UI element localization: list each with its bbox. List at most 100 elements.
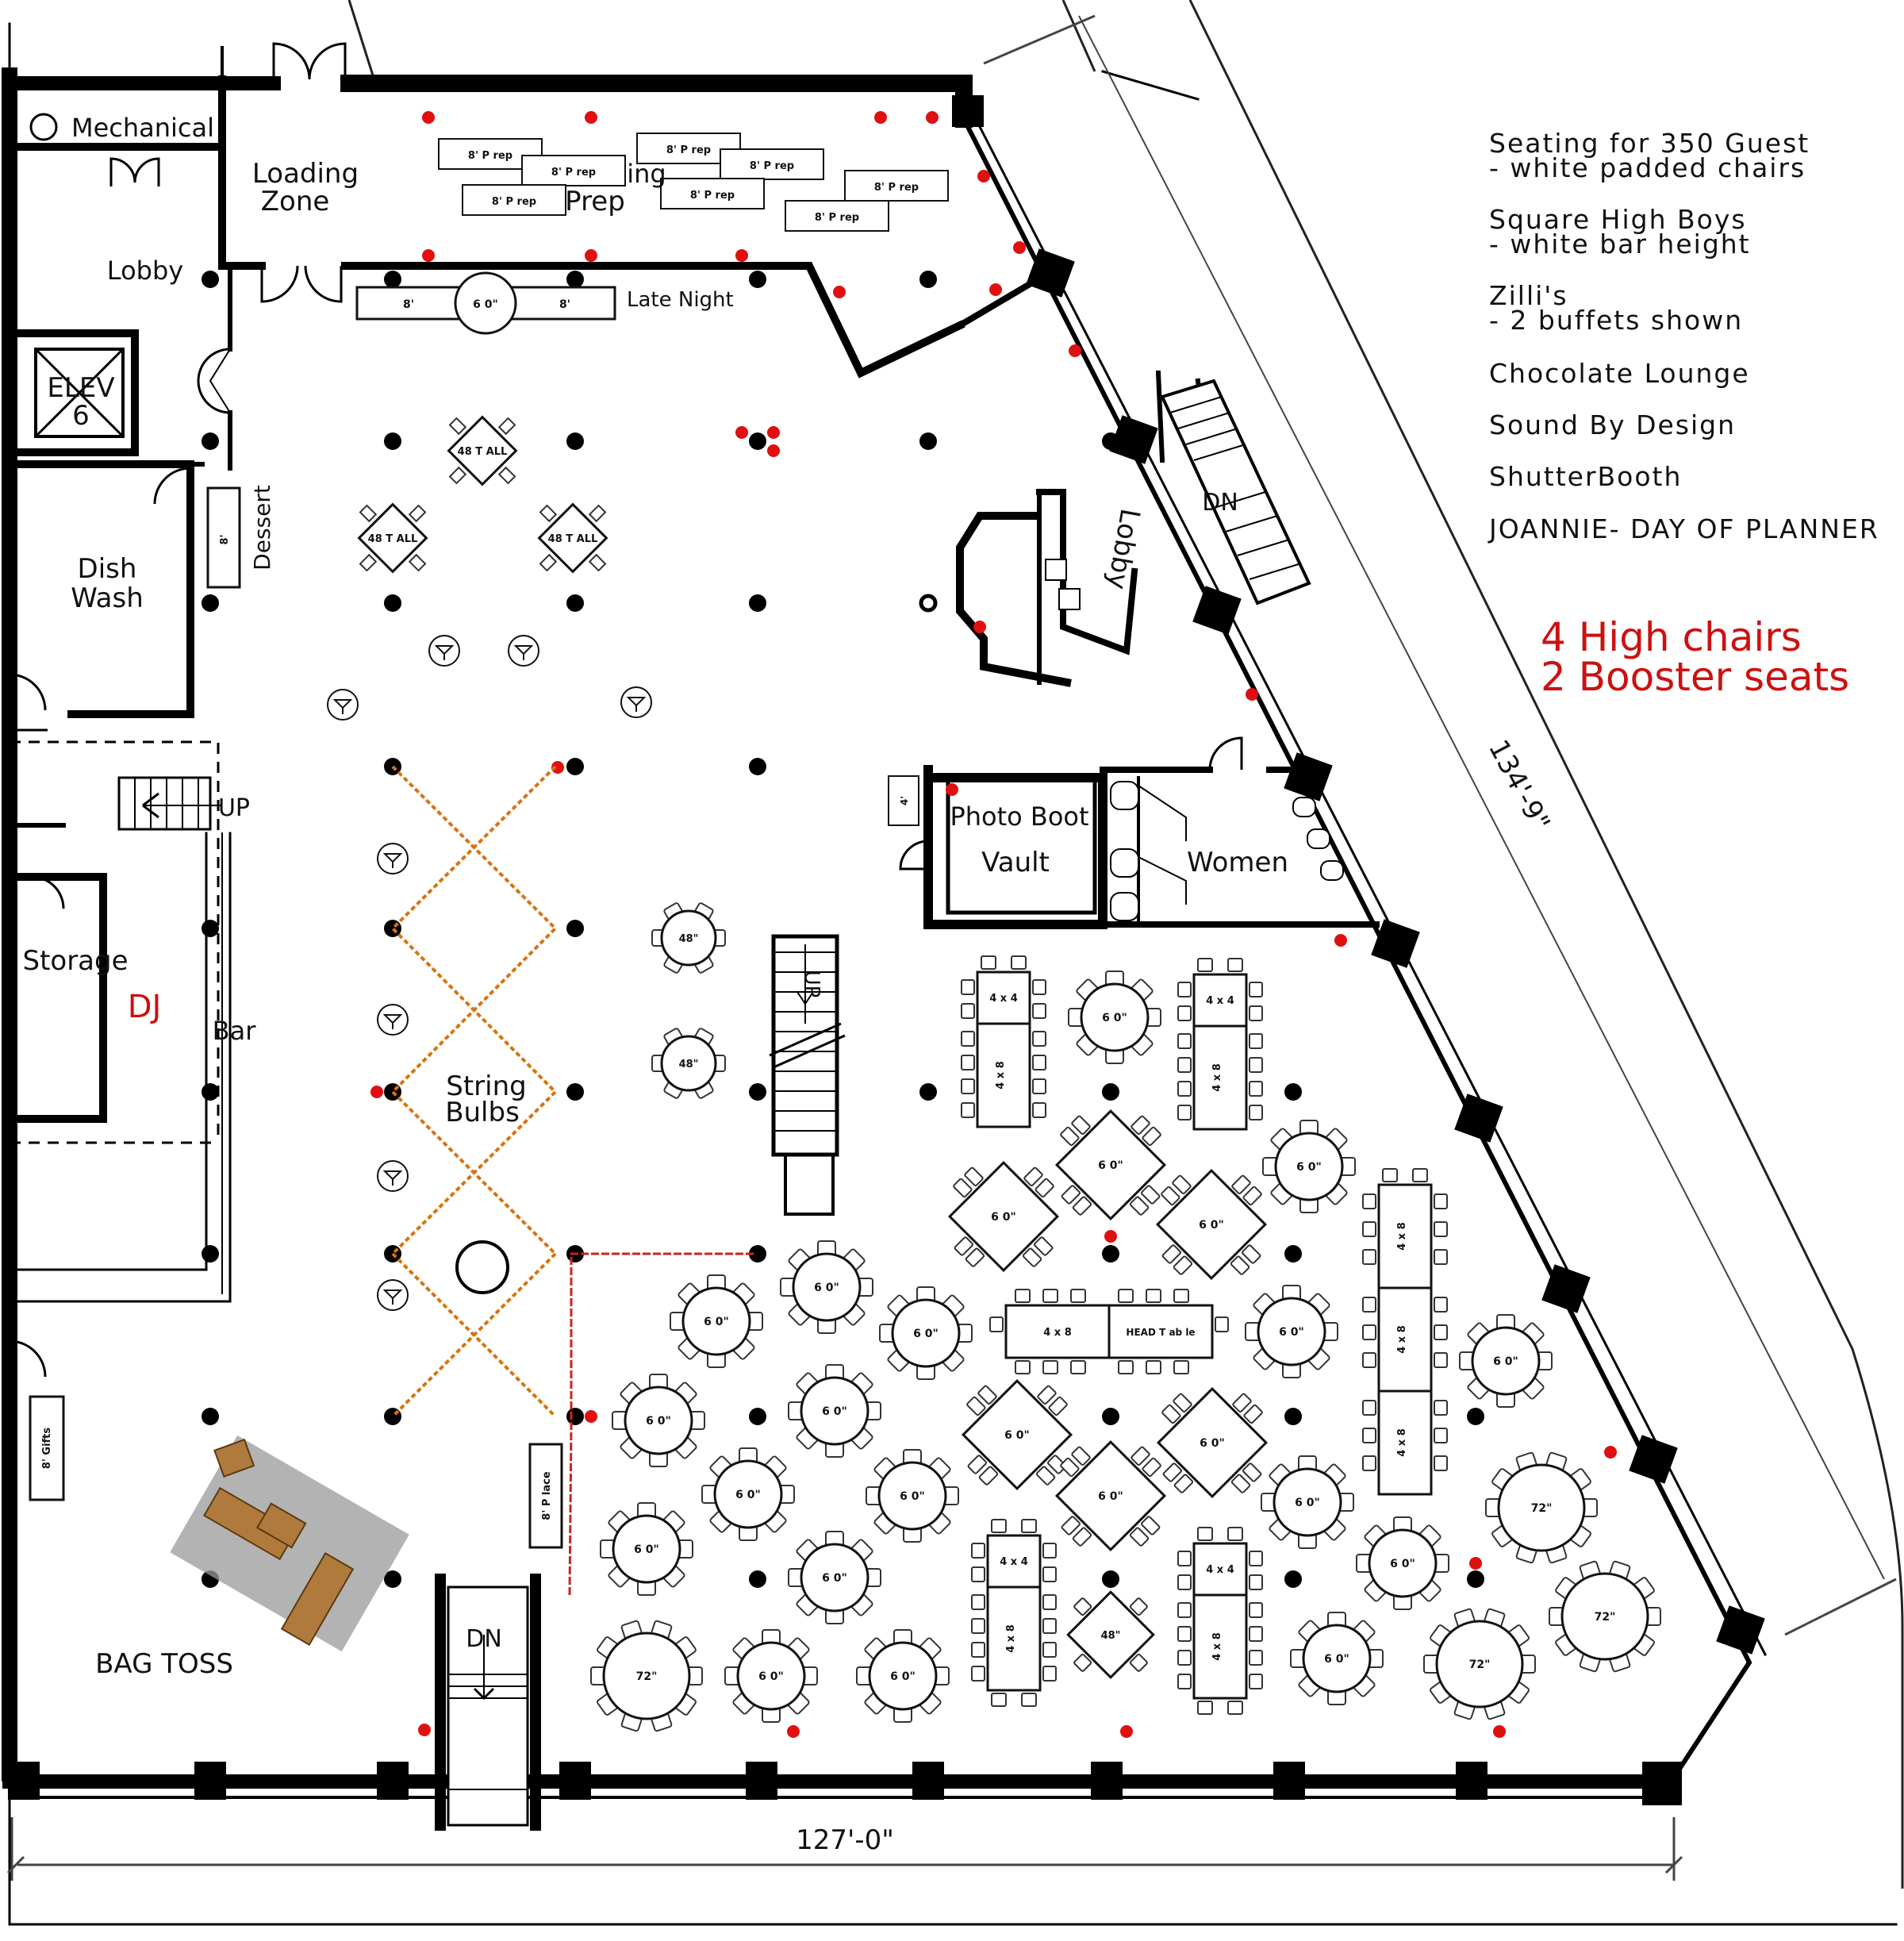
svg-text:Chocolate Lounge: Chocolate Lounge (1489, 358, 1750, 389)
dimension-bottom: 127'-0" (796, 1824, 894, 1856)
prep-tables: 8' P rep 8' P rep 8' P rep 8' P rep 8' P… (438, 133, 949, 232)
label-photo-booth: Photo Boot (950, 801, 1088, 832)
label-prep: Prep (565, 186, 625, 217)
svg-text:8' P rep: 8' P rep (666, 144, 711, 156)
stair-northeast (1160, 379, 1311, 605)
svg-text:6 0": 6 0" (473, 298, 498, 311)
svg-text:6 0": 6 0" (1390, 1558, 1415, 1570)
stair-south (435, 1574, 541, 1831)
place-card-table (528, 1443, 563, 1549)
svg-text:4 x 8: 4 x 8 (1396, 1325, 1408, 1354)
svg-text:72": 72" (1531, 1502, 1553, 1515)
svg-text:6 0": 6 0" (1004, 1429, 1030, 1442)
svg-text:8' P rep: 8' P rep (815, 212, 859, 224)
room-labels: Mechanical Loading Zone Lobby ELEV 6 Dis… (22, 113, 1288, 1680)
svg-text:48 T ALL: 48 T ALL (458, 446, 508, 458)
banquet-rectangles (976, 970, 1433, 1700)
svg-text:6 0": 6 0" (822, 1405, 847, 1418)
stair-center (769, 934, 846, 1216)
svg-text:8' P lace: 8' P lace (541, 1471, 553, 1520)
red-divider (568, 1252, 754, 1596)
square-60-labels: 6 0" 6 0" 6 0" 6 0" 6 0" 6 0" (991, 1159, 1225, 1503)
red-notes: 4 High chairs 2 Booster seats (1541, 614, 1849, 700)
label-dj: DJ (128, 989, 162, 1025)
lounge-furniture (170, 1435, 409, 1652)
svg-text:8': 8' (219, 534, 231, 544)
svg-text:Dish: Dish (78, 553, 137, 585)
svg-text:6 0": 6 0" (1279, 1326, 1304, 1339)
label-up-center: UP (800, 970, 823, 998)
svg-text:6 0": 6 0" (1295, 1497, 1320, 1509)
svg-text:Zone: Zone (261, 186, 330, 217)
svg-text:8' P rep: 8' P rep (492, 196, 536, 208)
svg-text:48 T ALL: 48 T ALL (548, 533, 598, 545)
svg-text:4 x 4: 4 x 4 (1206, 995, 1234, 1007)
svg-text:ELEV: ELEV (47, 372, 114, 404)
label-dn-south: DN (466, 1625, 502, 1653)
perimeter-columns (8, 95, 1765, 1805)
label-bag-toss: BAG TOSS (95, 1648, 233, 1680)
svg-text:- white bar height: - white bar height (1489, 229, 1751, 259)
svg-text:4 x 8: 4 x 8 (995, 1061, 1007, 1090)
svg-text:2 Booster seats: 2 Booster seats (1541, 654, 1849, 700)
gifts-table (29, 1395, 65, 1501)
svg-text:6 0": 6 0" (1098, 1490, 1123, 1503)
late-night-station: 8' 8' 6 0" (355, 271, 616, 335)
photo-booth-table (888, 775, 919, 826)
tall-48-tables (332, 390, 633, 598)
svg-text:6 0": 6 0" (758, 1670, 784, 1683)
svg-text:8': 8' (403, 298, 414, 311)
high-boy-tables (327, 635, 652, 1311)
svg-text:72": 72" (1595, 1611, 1616, 1624)
label-dessert: Dessert (249, 485, 275, 571)
label-dn-east: DN (1202, 489, 1238, 517)
round-60-labels: 6 0" 6 0" 6 0" 6 0" 6 0" 6 0" 6 0" 6 0" … (634, 1012, 1518, 1683)
svg-text:ing: ing (627, 159, 666, 189)
svg-text:48 T ALL: 48 T ALL (368, 533, 418, 545)
svg-text:6 0": 6 0" (646, 1415, 671, 1428)
label-lobby: Lobby (107, 256, 183, 286)
label-lobby-east: Lobby (1100, 506, 1146, 592)
label-up: UP (218, 794, 250, 822)
dessert-table (206, 486, 241, 589)
svg-text:4 x 8: 4 x 8 (1396, 1428, 1408, 1457)
notes: Seating for 350 Guest - white padded cha… (1488, 128, 1879, 544)
svg-text:6 0": 6 0" (822, 1572, 847, 1585)
svg-text:4 High chairs: 4 High chairs (1541, 614, 1802, 660)
svg-text:6 0": 6 0" (634, 1543, 659, 1556)
label-women: Women (1187, 847, 1288, 878)
label-mechanical: Mechanical (71, 113, 214, 143)
svg-text:6 0": 6 0" (890, 1670, 916, 1683)
svg-text:6 0": 6 0" (1199, 1219, 1224, 1232)
svg-text:6: 6 (72, 400, 90, 432)
uplights (370, 111, 1617, 1738)
svg-text:6 0": 6 0" (704, 1316, 729, 1328)
svg-text:Zilli's: Zilli's (1489, 280, 1568, 311)
svg-text:- 2 buffets shown: - 2 buffets shown (1489, 305, 1743, 336)
svg-text:48": 48" (679, 1059, 699, 1070)
svg-text:6 0": 6 0" (1098, 1159, 1123, 1172)
label-storage: Storage (22, 945, 128, 977)
svg-text:- white padded chairs: - white padded chairs (1489, 152, 1806, 183)
svg-text:6 0": 6 0" (900, 1490, 925, 1503)
restroom-fixtures (1045, 559, 1344, 881)
svg-text:4 x 8: 4 x 8 (1043, 1327, 1072, 1339)
svg-text:6 0": 6 0" (814, 1282, 839, 1294)
svg-text:8': 8' (559, 298, 570, 311)
svg-text:ShutterBooth: ShutterBooth (1489, 461, 1682, 492)
svg-text:6 0": 6 0" (991, 1211, 1016, 1224)
svg-text:Seating for 350 Guest: Seating for 350 Guest (1489, 128, 1810, 159)
svg-text:8' P rep: 8' P rep (874, 182, 919, 194)
svg-text:4': 4' (899, 796, 910, 805)
svg-text:48": 48" (679, 933, 699, 945)
svg-text:Sound By Design: Sound By Design (1489, 409, 1736, 440)
svg-text:6 0": 6 0" (1493, 1355, 1518, 1368)
svg-text:8' Gifts: 8' Gifts (41, 1428, 53, 1470)
svg-text:JOANNIE- DAY OF PLANNER: JOANNIE- DAY OF PLANNER (1488, 513, 1879, 544)
banquet-chairs (961, 955, 1448, 1715)
label-vault: Vault (981, 847, 1050, 878)
svg-text:8' P rep: 8' P rep (750, 160, 794, 172)
svg-text:HEAD T ab le: HEAD T ab le (1126, 1327, 1195, 1338)
svg-text:6 0": 6 0" (1102, 1012, 1127, 1024)
